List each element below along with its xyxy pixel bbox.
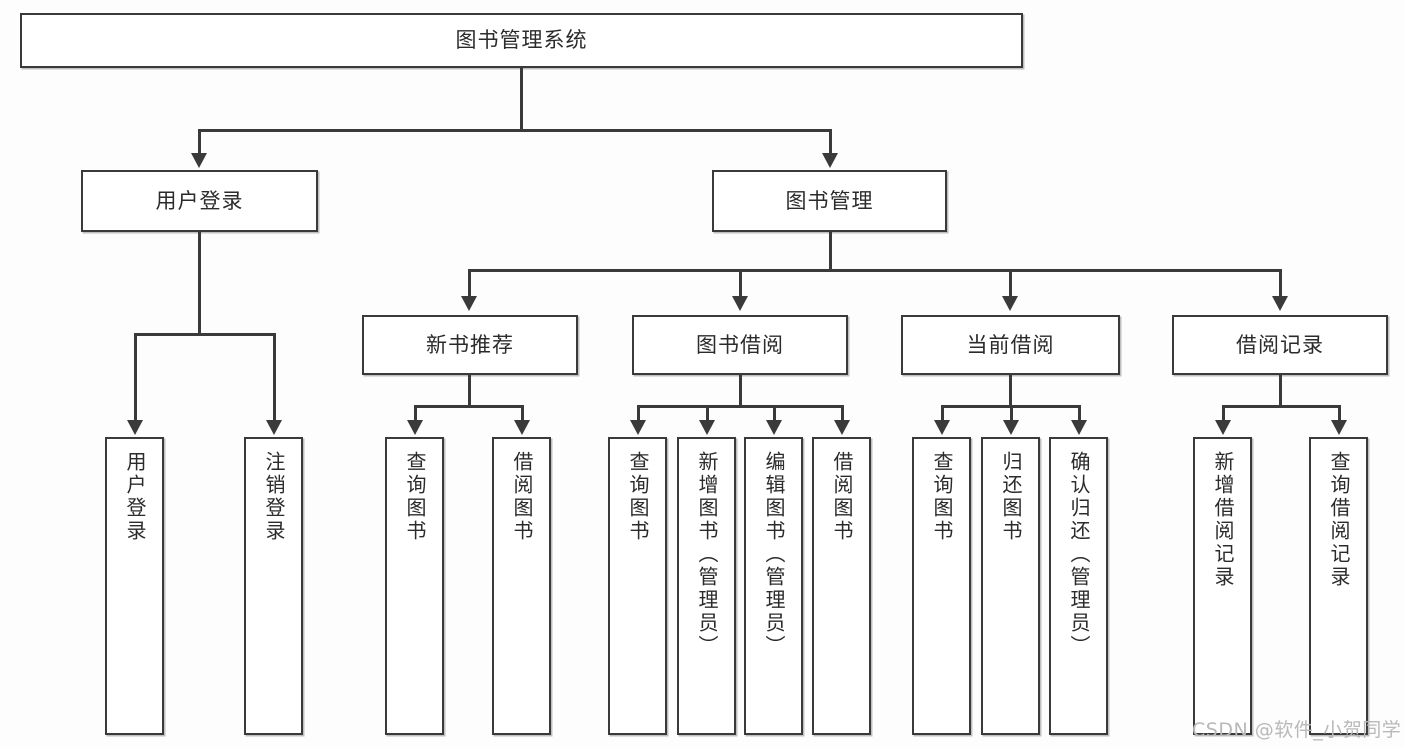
connector-borrow-record-stem <box>1279 375 1282 407</box>
arrowhead-book-mgmt-record <box>1272 296 1288 311</box>
leaf-book-borrow-add[interactable]: 新增图书（管理员） <box>677 437 736 735</box>
connector-borrow-record-leaf-0 <box>1222 405 1225 421</box>
node-label: 图书借阅 <box>696 332 784 357</box>
connector-new-book-bar <box>414 405 524 408</box>
connector-book-borrow-bar <box>637 405 844 408</box>
arrowhead-root-to-book-mgmt <box>822 153 838 168</box>
arrowhead-borrow-record-leaf-0 <box>1215 420 1231 435</box>
node-label: 确认归还（管理员） <box>1067 451 1091 658</box>
node-label: 查询图书 <box>930 451 954 543</box>
connector-book-borrow-leaf-1 <box>706 405 709 421</box>
connector-book-borrow-leaf-3 <box>841 405 844 421</box>
node-new-book-recommend[interactable]: 新书推荐 <box>362 315 578 375</box>
node-label: 查询图书 <box>403 451 427 543</box>
node-label: 新增图书（管理员） <box>695 451 719 658</box>
connector-user-login-to-leaf-1 <box>273 333 276 421</box>
connector-book-mgmt-to-current <box>1009 269 1012 297</box>
arrowhead-book-mgmt-new-book <box>461 296 477 311</box>
arrowhead-user-login-leaf-1 <box>266 420 282 435</box>
leaf-current-borrow-return[interactable]: 归还图书 <box>981 437 1040 735</box>
connector-root-to-book-mgmt <box>829 129 832 155</box>
connector-user-login-bar <box>134 333 276 336</box>
arrowhead-book-borrow-leaf-2 <box>766 420 782 435</box>
leaf-current-borrow-confirm[interactable]: 确认归还（管理员） <box>1049 437 1108 735</box>
leaf-book-borrow-edit[interactable]: 编辑图书（管理员） <box>744 437 803 735</box>
connector-new-book-stem <box>468 375 471 407</box>
connector-root-to-user-login <box>198 129 201 155</box>
node-current-borrow[interactable]: 当前借阅 <box>901 315 1120 375</box>
connector-root-bar <box>198 129 832 132</box>
arrowhead-borrow-record-leaf-1 <box>1331 420 1347 435</box>
connector-new-book-leaf-1 <box>521 405 524 421</box>
connector-book-mgmt-bar <box>468 269 1280 272</box>
connector-root-stem <box>520 68 523 131</box>
node-label: 借阅图书 <box>510 451 534 543</box>
arrowhead-book-borrow-leaf-3 <box>834 420 850 435</box>
leaf-book-borrow-query[interactable]: 查询图书 <box>608 437 667 735</box>
node-label: 查询图书 <box>626 451 650 543</box>
leaf-borrow-record-add[interactable]: 新增借阅记录 <box>1193 437 1252 735</box>
connector-book-mgmt-to-record <box>1279 269 1282 297</box>
leaf-user-login-logout[interactable]: 注销登录 <box>244 437 303 735</box>
leaf-new-book-borrow[interactable]: 借阅图书 <box>492 437 551 735</box>
arrowhead-user-login-leaf-0 <box>127 420 143 435</box>
node-label: 归还图书 <box>999 451 1023 543</box>
node-label: 图书管理系统 <box>455 28 588 53</box>
leaf-borrow-record-query[interactable]: 查询借阅记录 <box>1309 437 1368 735</box>
arrowhead-current-borrow-leaf-2 <box>1071 420 1087 435</box>
arrowhead-new-book-leaf-1 <box>514 420 530 435</box>
leaf-new-book-query[interactable]: 查询图书 <box>385 437 444 735</box>
node-borrow-record[interactable]: 借阅记录 <box>1172 315 1388 375</box>
connector-borrow-record-bar <box>1222 405 1341 408</box>
arrowhead-current-borrow-leaf-1 <box>1003 420 1019 435</box>
connector-book-mgmt-to-new-book <box>468 269 471 297</box>
node-root-library-system[interactable]: 图书管理系统 <box>20 13 1023 68</box>
node-label: 借阅图书 <box>830 451 854 543</box>
node-label: 当前借阅 <box>966 332 1055 357</box>
node-book-borrow[interactable]: 图书借阅 <box>632 315 848 375</box>
leaf-user-login-login[interactable]: 用户登录 <box>105 437 164 735</box>
arrowhead-current-borrow-leaf-0 <box>934 420 950 435</box>
connector-new-book-leaf-0 <box>414 405 417 421</box>
connector-borrow-record-leaf-1 <box>1338 405 1341 421</box>
arrowhead-book-borrow-leaf-1 <box>699 420 715 435</box>
node-label: 借阅记录 <box>1236 332 1324 357</box>
node-label: 图书管理 <box>785 188 874 213</box>
connector-book-borrow-leaf-0 <box>637 405 640 421</box>
connector-book-mgmt-stem <box>829 232 832 271</box>
connector-current-borrow-leaf-2 <box>1078 405 1081 421</box>
node-label: 注销登录 <box>262 451 286 543</box>
connector-current-borrow-stem <box>1009 375 1012 407</box>
leaf-book-borrow-borrow[interactable]: 借阅图书 <box>812 437 871 735</box>
connector-book-borrow-leaf-2 <box>773 405 776 421</box>
node-label: 编辑图书（管理员） <box>762 451 786 658</box>
arrowhead-root-to-user-login <box>191 153 207 168</box>
connector-book-mgmt-to-borrow <box>739 269 742 297</box>
arrowhead-book-borrow-leaf-0 <box>630 420 646 435</box>
connector-user-login-stem <box>198 232 201 335</box>
node-label: 新书推荐 <box>426 332 514 357</box>
node-label: 用户登录 <box>123 451 147 543</box>
connector-book-borrow-stem <box>739 375 742 407</box>
connector-current-borrow-leaf-0 <box>941 405 944 421</box>
arrowhead-book-mgmt-borrow <box>732 296 748 311</box>
connector-user-login-to-leaf-0 <box>134 333 137 421</box>
arrowhead-book-mgmt-current <box>1002 296 1018 311</box>
node-label: 查询借阅记录 <box>1327 451 1351 589</box>
csdn-watermark: CSDN @软件_小贺同学 <box>1192 719 1402 741</box>
node-user-login[interactable]: 用户登录 <box>81 170 318 232</box>
arrowhead-new-book-leaf-0 <box>407 420 423 435</box>
node-book-management[interactable]: 图书管理 <box>712 170 947 232</box>
node-label: 新增借阅记录 <box>1211 451 1235 589</box>
leaf-current-borrow-query[interactable]: 查询图书 <box>912 437 971 735</box>
node-label: 用户登录 <box>155 188 244 213</box>
connector-current-borrow-leaf-1 <box>1010 405 1013 421</box>
